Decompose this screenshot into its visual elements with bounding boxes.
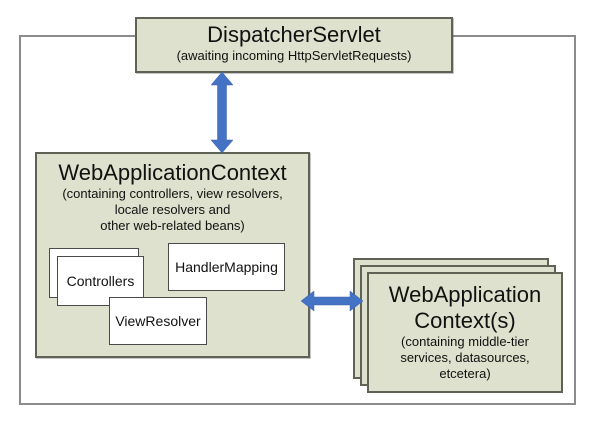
dispatcher-servlet-title: DispatcherServlet — [207, 22, 381, 47]
web-context-subtitle-line-3: other web-related beans) — [100, 218, 245, 233]
handler-mapping-box: HandlerMapping — [168, 243, 285, 291]
middle-tier-title-line-1: WebApplication — [388, 282, 542, 307]
middle-tier-subtitle-line-2: services, datasources, — [400, 350, 530, 365]
middle-tier-title-line-2: Context(s) — [414, 308, 516, 333]
web-context-subtitle-line-2: locale resolvers and — [114, 202, 231, 217]
middle-tier-context-stack: WebApplication Context(s) (containing mi… — [353, 258, 563, 393]
view-resolver-label: ViewResolver — [115, 313, 201, 329]
middle-tier-context-box: WebApplication Context(s) (containing mi… — [367, 272, 563, 393]
vertical-double-arrow-icon — [210, 72, 234, 153]
view-resolver-box: ViewResolver — [109, 297, 207, 345]
controllers-label: Controllers — [66, 273, 135, 289]
middle-tier-subtitle-line-1: (containing middle-tier — [401, 334, 529, 349]
web-context-subtitle-line-1: (containing controllers, view resolvers, — [62, 186, 283, 201]
dispatcher-servlet-box: DispatcherServlet (awaiting incoming Htt… — [135, 17, 453, 73]
web-application-context-box: WebApplicationContext (containing contro… — [35, 152, 310, 358]
dispatcher-servlet-subtitle: (awaiting incoming HttpServletRequests) — [176, 48, 412, 63]
middle-tier-subtitle-line-3: etcetera) — [439, 366, 491, 381]
web-application-context-title: WebApplicationContext — [58, 160, 287, 185]
handler-mapping-label: HandlerMapping — [175, 259, 278, 275]
horizontal-double-arrow-icon — [301, 290, 363, 312]
